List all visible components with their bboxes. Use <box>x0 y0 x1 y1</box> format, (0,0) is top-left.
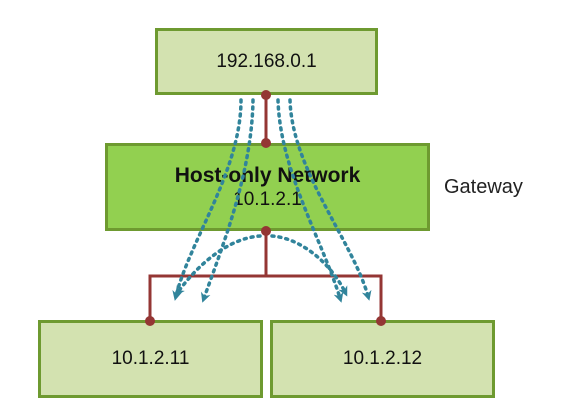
host-box-192-168-0-1: 192.168.0.1 <box>155 28 378 95</box>
wire-right-branch <box>266 274 383 321</box>
gateway-side-label: Gateway <box>444 176 523 198</box>
gateway-box: Host-only Network 10.1.2.1 <box>105 143 430 231</box>
client-box-right: 10.1.2.12 <box>270 320 495 398</box>
flow-arc-left <box>175 234 262 297</box>
flow-arc-right <box>270 234 348 297</box>
host-ip-label: 192.168.0.1 <box>216 50 317 72</box>
client-ip-label: 10.1.2.11 <box>111 348 190 369</box>
gateway-title: Host-only Network <box>174 164 361 187</box>
client-ip-label: 10.1.2.12 <box>342 348 423 369</box>
client-box-left: 10.1.2.11 <box>38 320 263 398</box>
gateway-ip: 10.1.2.1 <box>233 189 302 210</box>
wire-left-branch <box>148 274 266 321</box>
